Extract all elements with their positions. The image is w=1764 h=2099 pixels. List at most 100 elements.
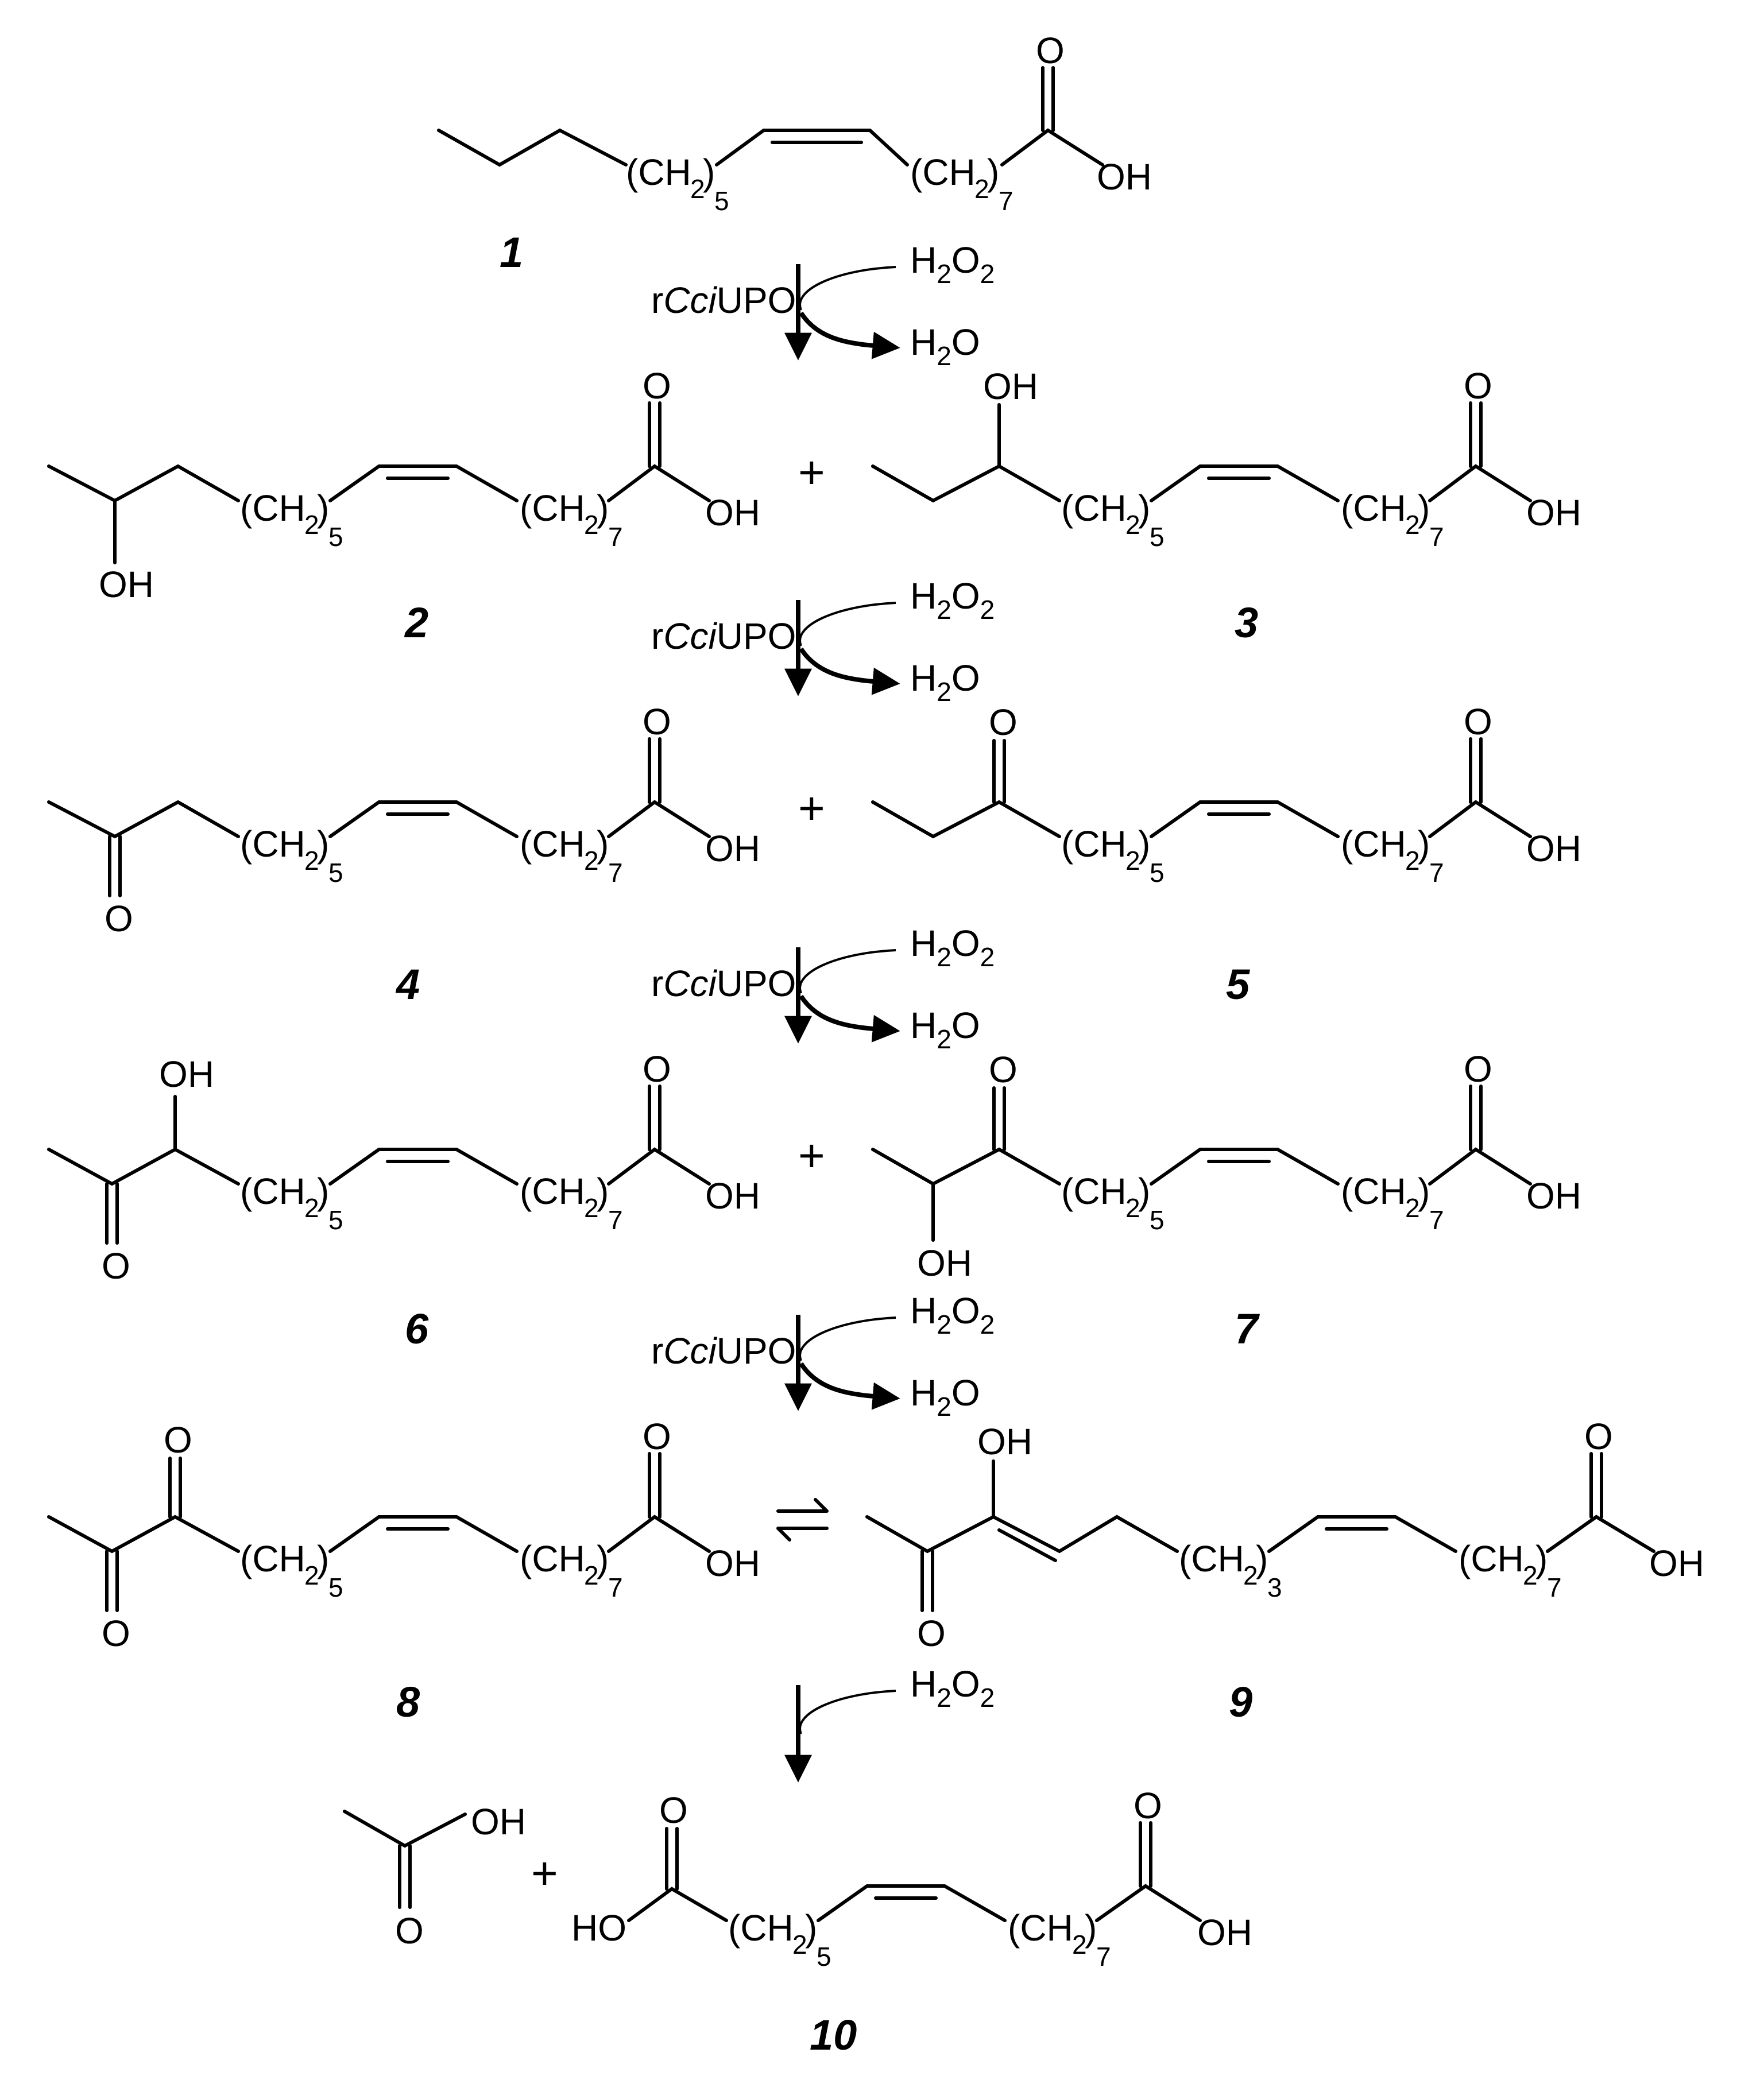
compound-label-5: 5 <box>1226 961 1251 1008</box>
plus-sign: + <box>798 447 825 498</box>
svg-text:2: 2 <box>1405 846 1420 876</box>
svg-text:(CH: (CH <box>240 487 305 529</box>
svg-text:7: 7 <box>1429 522 1444 552</box>
compound-6-structure: O OH (CH 2 ) 5 (CH 2 ) 7 O OH <box>47 1048 760 1287</box>
svg-text:2: 2 <box>584 510 599 540</box>
svg-text:): ) <box>317 1171 329 1212</box>
svg-text:(CH: (CH <box>520 1538 585 1579</box>
plus-sign: + <box>798 1130 825 1181</box>
svg-text:2: 2 <box>584 1560 599 1590</box>
svg-text:O: O <box>1464 1048 1492 1090</box>
svg-text:5: 5 <box>328 522 343 552</box>
svg-text:O: O <box>659 1790 688 1831</box>
svg-text:2: 2 <box>792 1930 807 1959</box>
svg-text:O: O <box>164 1419 192 1461</box>
svg-text:2: 2 <box>1125 846 1140 876</box>
svg-text:OH: OH <box>159 1054 214 1095</box>
svg-text:OH: OH <box>1526 492 1581 533</box>
svg-text:rCciUPO: rCciUPO <box>651 280 796 321</box>
svg-text:(CH: (CH <box>1008 1907 1073 1949</box>
svg-text:2: 2 <box>1523 1560 1538 1590</box>
compound-label-1: 1 <box>500 229 523 276</box>
svg-text:O: O <box>395 1910 424 1951</box>
compound-label-4: 4 <box>395 961 420 1008</box>
compound-label-2: 2 <box>404 599 428 646</box>
svg-text:O: O <box>105 898 133 939</box>
compound-4-structure: O (CH 2 ) 5 (CH 2 ) 7 O OH <box>47 701 760 939</box>
svg-text:O: O <box>643 1048 671 1090</box>
compound-7-structure: OH O (CH 2 ) 5 (CH 2 ) 7 O OH <box>871 1048 1581 1284</box>
svg-text:O: O <box>1584 1416 1613 1457</box>
svg-text:OH: OH <box>705 492 760 533</box>
svg-text:OH: OH <box>1197 1912 1252 1953</box>
compound-2-structure: OH (CH 2 ) 5 (CH 2 ) 7 O OH <box>47 365 760 605</box>
svg-text:H2O2: H2O2 <box>910 923 995 972</box>
svg-text:2: 2 <box>304 846 319 876</box>
svg-text:(CH: (CH <box>240 823 305 865</box>
svg-text:O: O <box>643 701 671 742</box>
svg-text:(CH: (CH <box>728 1907 794 1949</box>
acetic-acid-structure: O OH <box>343 1801 526 1951</box>
svg-text:7: 7 <box>999 186 1013 216</box>
svg-text:(CH: (CH <box>240 1538 305 1579</box>
svg-text:): ) <box>317 487 329 529</box>
svg-text:7: 7 <box>1429 858 1444 888</box>
compound-label-9: 9 <box>1229 1678 1252 1726</box>
svg-text:5: 5 <box>1150 1205 1165 1235</box>
svg-text:7: 7 <box>1429 1205 1444 1235</box>
svg-text:H2O: H2O <box>910 1005 980 1054</box>
svg-text:5: 5 <box>714 186 729 216</box>
svg-text:OH: OH <box>983 366 1038 407</box>
svg-text:O: O <box>643 1416 671 1457</box>
svg-text:OH: OH <box>1649 1543 1704 1584</box>
svg-text:7: 7 <box>608 858 623 888</box>
svg-text:rCciUPO: rCciUPO <box>651 1330 796 1372</box>
compound-5-structure: O (CH 2 ) 5 (CH 2 ) 7 O OH <box>871 701 1581 888</box>
svg-text:): ) <box>1138 1171 1150 1212</box>
svg-text:2: 2 <box>584 1193 599 1223</box>
svg-text:OH: OH <box>1097 156 1152 197</box>
svg-text:7: 7 <box>608 522 623 552</box>
svg-text:H2O: H2O <box>910 1372 980 1422</box>
svg-text:2: 2 <box>1405 1193 1420 1223</box>
svg-text:): ) <box>987 152 999 193</box>
reaction-arrow-4: rCciUPO H2O2 H2O <box>651 1290 995 1422</box>
svg-text:H2O2: H2O2 <box>910 1290 995 1339</box>
svg-text:OH: OH <box>471 1801 526 1842</box>
svg-text:5: 5 <box>328 1205 343 1235</box>
svg-text:rCciUPO: rCciUPO <box>651 963 796 1004</box>
svg-text:(CH: (CH <box>1341 487 1406 529</box>
svg-text:): ) <box>1418 487 1430 529</box>
compound-3-structure: OH (CH 2 ) 5 (CH 2 ) 7 O OH <box>871 365 1581 552</box>
svg-text:): ) <box>1418 823 1430 865</box>
svg-text:O: O <box>102 1613 130 1654</box>
svg-text:O: O <box>1464 365 1492 406</box>
svg-text:2: 2 <box>1125 510 1140 540</box>
svg-text:(CH: (CH <box>520 1171 585 1212</box>
svg-text:O: O <box>989 1049 1018 1090</box>
svg-text:(CH: (CH <box>240 1171 305 1212</box>
svg-text:O: O <box>917 1613 946 1654</box>
compound-label-3: 3 <box>1235 599 1258 646</box>
svg-text:5: 5 <box>328 858 343 888</box>
svg-text:): ) <box>1138 823 1150 865</box>
reaction-arrow-3: rCciUPO H2O2 H2O <box>651 923 995 1054</box>
svg-text:): ) <box>1535 1538 1548 1579</box>
svg-text:(CH: (CH <box>1061 1171 1127 1212</box>
svg-text:7: 7 <box>1547 1573 1562 1602</box>
svg-text:OH: OH <box>705 1543 760 1584</box>
svg-text:5: 5 <box>817 1942 831 1972</box>
svg-text:H2O2: H2O2 <box>910 239 995 289</box>
compound-1-structure: (CH 2 ) 5 (CH 2 ) 7 O OH <box>437 30 1152 216</box>
svg-text:2: 2 <box>1072 1930 1087 1959</box>
svg-text:O: O <box>643 365 671 406</box>
svg-text:O: O <box>1036 30 1065 71</box>
svg-text:2: 2 <box>1243 1560 1258 1590</box>
svg-text:2: 2 <box>1405 510 1420 540</box>
svg-text:): ) <box>597 823 609 865</box>
svg-text:2: 2 <box>304 1193 319 1223</box>
svg-text:3: 3 <box>1267 1573 1282 1602</box>
compound-8-structure: O O (CH 2 ) 5 (CH 2 ) 7 O OH <box>47 1416 760 1654</box>
svg-text:(CH: (CH <box>520 487 585 529</box>
